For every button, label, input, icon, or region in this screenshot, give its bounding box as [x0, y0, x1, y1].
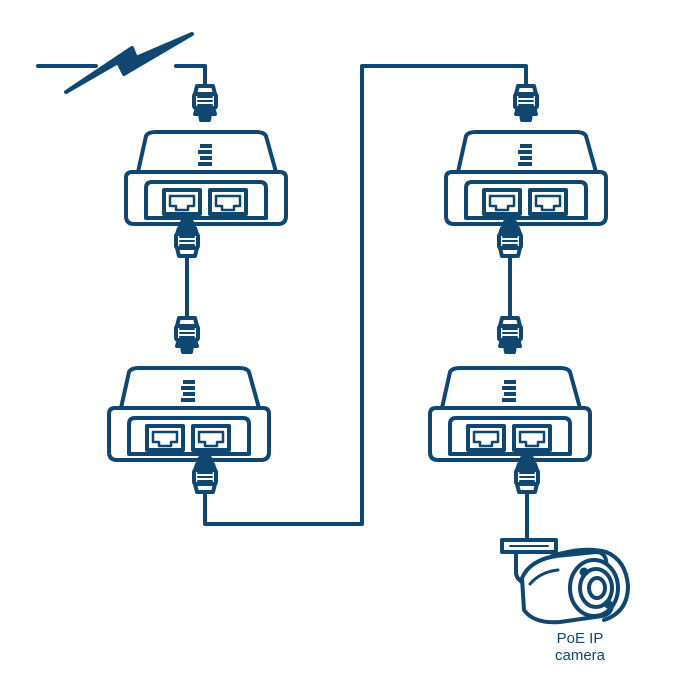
poe-extender-1	[124, 84, 288, 278]
poe-extender-3	[444, 84, 608, 278]
ethernet-plug-icon	[192, 84, 218, 122]
poe-extender-icon	[444, 130, 608, 226]
ethernet-plug-icon	[514, 456, 540, 494]
poe-extender-icon	[107, 366, 271, 462]
ethernet-plug-icon	[497, 220, 523, 258]
poe-extender-2	[107, 316, 271, 494]
ethernet-plug-icon	[174, 316, 200, 354]
ethernet-plug-icon	[174, 220, 200, 258]
network-uplink-icon	[36, 32, 207, 94]
caption-line-2: camera	[554, 647, 606, 664]
poe-extender-4	[428, 316, 592, 514]
cable-lines	[185, 64, 529, 550]
ethernet-plug-icon	[513, 84, 539, 122]
ip-camera-icon	[500, 538, 630, 625]
caption-line-1: PoE IP	[556, 630, 604, 647]
camera-caption: PoE IP camera	[520, 630, 640, 664]
ethernet-plug-icon	[192, 456, 218, 494]
ethernet-plug-icon	[497, 316, 523, 354]
poe-extender-icon	[124, 130, 288, 226]
poe-extender-icon	[428, 366, 592, 462]
